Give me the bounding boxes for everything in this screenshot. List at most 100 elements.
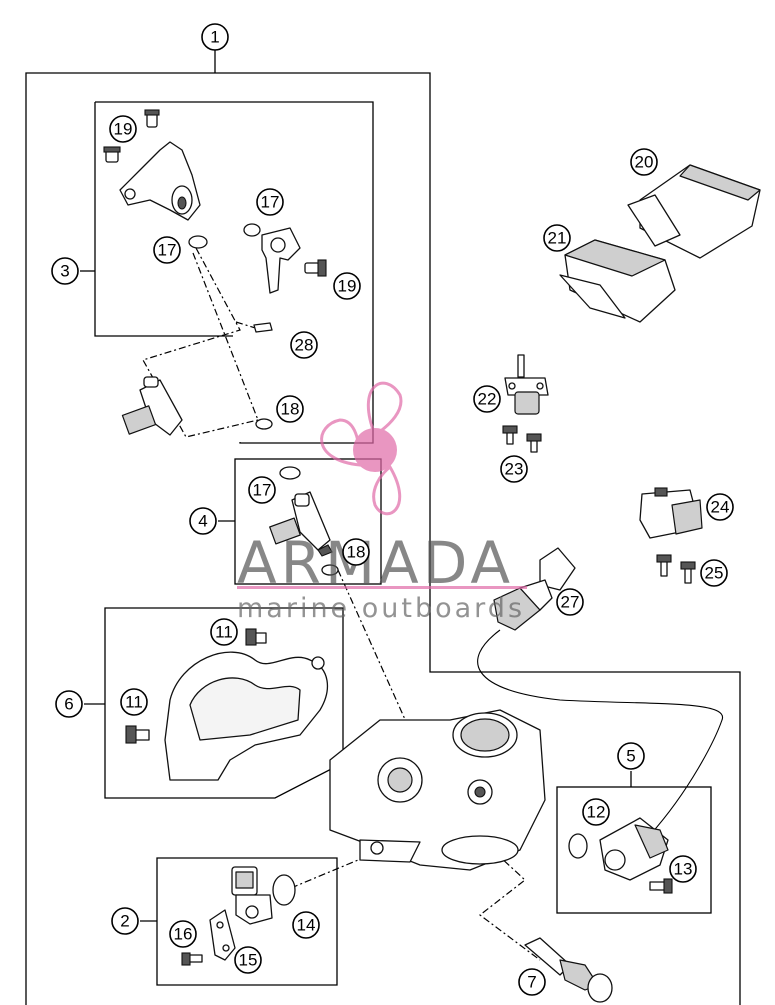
- svg-text:14: 14: [297, 916, 316, 935]
- callout-17-c: 17: [248, 476, 276, 504]
- svg-text:25: 25: [705, 564, 724, 583]
- callout-25: 25: [700, 559, 728, 587]
- svg-text:5: 5: [626, 747, 635, 766]
- svg-text:6: 6: [64, 695, 73, 714]
- bracket-15: [209, 909, 236, 961]
- o-ring-18-a: [255, 418, 273, 430]
- svg-text:11: 11: [125, 693, 143, 712]
- group-3-frame: [94, 101, 374, 444]
- screw-19-a: [144, 109, 160, 128]
- callout-3: 3: [51, 257, 79, 285]
- svg-text:17: 17: [158, 241, 177, 260]
- callout-12: 12: [582, 798, 610, 826]
- screw-19-c: [304, 259, 327, 277]
- callout-19-b: 19: [333, 272, 361, 300]
- o-ring-17-c: [279, 466, 301, 480]
- callout-4: 4: [189, 507, 217, 535]
- callout-16: 16: [169, 920, 197, 948]
- sensor-2: [231, 866, 273, 925]
- frames: [25, 50, 741, 1005]
- svg-text:1: 1: [210, 28, 219, 47]
- sensor-24: [639, 487, 703, 539]
- o-ring-18-b: [321, 564, 339, 576]
- ecu-20: [627, 164, 761, 259]
- svg-text:17: 17: [261, 193, 280, 212]
- screw-11-a: [245, 628, 267, 646]
- callout-24: 24: [706, 493, 734, 521]
- callout-27: 27: [556, 588, 584, 616]
- assembly-lines: [142, 247, 723, 961]
- callout-21: 21: [543, 224, 571, 252]
- screw-19-b: [103, 146, 121, 163]
- callout-20: 20: [630, 148, 658, 176]
- callout-18-b: 18: [342, 538, 370, 566]
- screw-13: [649, 878, 673, 894]
- propeller-logo-icon: [320, 381, 403, 516]
- fuel-rail-bracket: [119, 141, 201, 221]
- callout-17-a: 17: [153, 236, 181, 264]
- clip-28: [253, 322, 273, 333]
- svg-text:18: 18: [347, 543, 366, 562]
- watermark-brand: ARMADA: [237, 529, 514, 597]
- callout-2: 2: [111, 907, 139, 935]
- svg-text:16: 16: [174, 925, 193, 944]
- svg-text:19: 19: [114, 120, 133, 139]
- svg-text:28: 28: [295, 336, 314, 355]
- ecu-21: [559, 239, 676, 323]
- callout-22: 22: [473, 385, 501, 413]
- svg-text:27: 27: [561, 593, 580, 612]
- callout-1: 1: [201, 23, 229, 51]
- callout-15: 15: [234, 946, 262, 974]
- callout-23: 23: [500, 455, 528, 483]
- sensor-27: [493, 547, 576, 631]
- svg-text:3: 3: [60, 262, 69, 281]
- svg-text:13: 13: [674, 860, 693, 879]
- o-ring-12: [568, 833, 588, 859]
- fuel-connector-right: [243, 223, 301, 294]
- group-6-frame: [104, 607, 344, 799]
- sensor-22: [504, 354, 549, 415]
- svg-text:17: 17: [253, 481, 272, 500]
- callout-11-a: 11: [210, 618, 238, 646]
- screw-11-b: [125, 725, 150, 744]
- svg-text:23: 23: [505, 460, 524, 479]
- throttle-body: [329, 709, 546, 871]
- o-ring-17-a: [188, 235, 208, 249]
- svg-text:12: 12: [587, 803, 606, 822]
- callout-6: 6: [55, 690, 83, 718]
- callout-17-b: 17: [256, 188, 284, 216]
- svg-text:11: 11: [215, 623, 233, 642]
- o-ring-14: [272, 874, 296, 906]
- callout-5: 5: [617, 742, 645, 770]
- injector-3: [121, 376, 183, 436]
- svg-text:21: 21: [548, 229, 567, 248]
- svg-text:2: 2: [120, 912, 129, 931]
- svg-text:18: 18: [281, 400, 300, 419]
- group-5-frame: [556, 786, 712, 914]
- cover-6: [164, 651, 329, 781]
- svg-text:15: 15: [239, 951, 258, 970]
- watermark-underline: [237, 586, 527, 589]
- sensor-5: [599, 817, 669, 881]
- assembly-1-frame: [25, 50, 741, 1005]
- svg-text:7: 7: [527, 973, 536, 992]
- svg-text:24: 24: [711, 498, 730, 517]
- svg-text:19: 19: [338, 277, 357, 296]
- callout-14: 14: [292, 911, 320, 939]
- svg-text:4: 4: [198, 512, 207, 531]
- callout-28: 28: [290, 331, 318, 359]
- watermark: ARMADA marine outboards: [237, 381, 527, 624]
- watermark-subtitle: marine outboards: [237, 593, 525, 624]
- screw-16: [181, 952, 203, 966]
- callout-19-a: 19: [109, 115, 137, 143]
- screws-23: [502, 425, 542, 453]
- callout-13: 13: [669, 855, 697, 883]
- callout-18-a: 18: [276, 395, 304, 423]
- callout-7: 7: [518, 968, 546, 996]
- callout-11-b: 11: [120, 688, 148, 716]
- group-2-frame: [156, 857, 338, 986]
- screws-25: [656, 554, 696, 584]
- svg-text:22: 22: [478, 390, 497, 409]
- injector-4: [269, 491, 333, 557]
